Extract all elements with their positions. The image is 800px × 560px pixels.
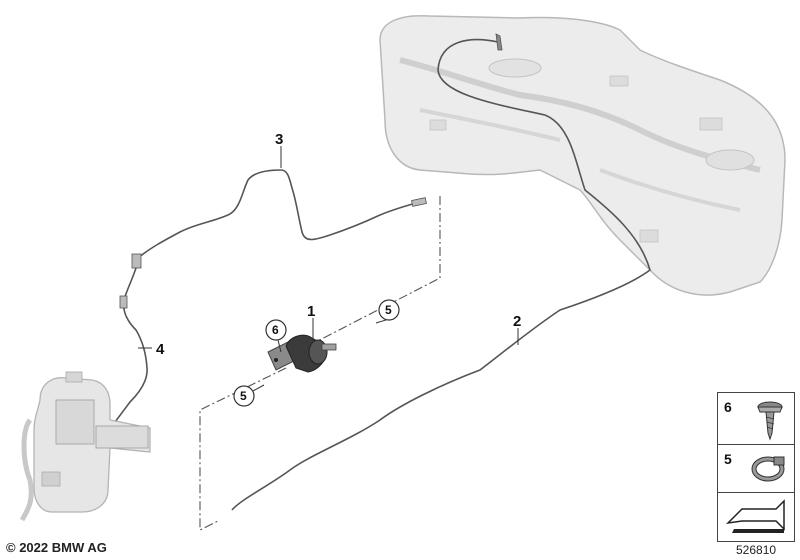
parts-legend: 6 5 xyxy=(717,392,795,542)
hose-clamp-icon xyxy=(751,456,785,482)
legend-row-arrow xyxy=(718,493,794,541)
fuel-tank xyxy=(379,14,786,296)
fuel-line-2 xyxy=(231,38,651,511)
callout-3: 3 xyxy=(275,131,283,148)
legend-row-5: 5 xyxy=(718,445,794,493)
copyright-text: © 2022 BMW AG xyxy=(6,540,107,555)
clip-part-1 xyxy=(267,334,337,373)
svg-text:6: 6 xyxy=(272,323,279,337)
svg-text:5: 5 xyxy=(240,389,247,403)
callout-2: 2 xyxy=(513,313,521,330)
callout-circle-5-upper: 5 xyxy=(378,299,400,321)
callout-leaders xyxy=(138,146,519,393)
aux-heater-unit xyxy=(19,371,151,522)
fuel-line-4 xyxy=(111,267,148,427)
callout-circle-5-lower: 5 xyxy=(233,385,255,407)
fuel-line-3 xyxy=(137,169,421,259)
screw-icon xyxy=(757,401,783,441)
legend-number-5: 5 xyxy=(724,451,732,467)
direction-arrow-icon xyxy=(725,499,785,533)
assembly-lines xyxy=(95,196,441,531)
callout-4: 4 xyxy=(156,341,165,358)
legend-number-6: 6 xyxy=(724,399,732,415)
callout-circle-6: 6 xyxy=(265,319,287,341)
svg-text:5: 5 xyxy=(385,303,392,317)
diagram-id: 526810 xyxy=(736,543,777,557)
callout-1: 1 xyxy=(307,303,315,320)
legend-row-6: 6 xyxy=(718,393,794,445)
